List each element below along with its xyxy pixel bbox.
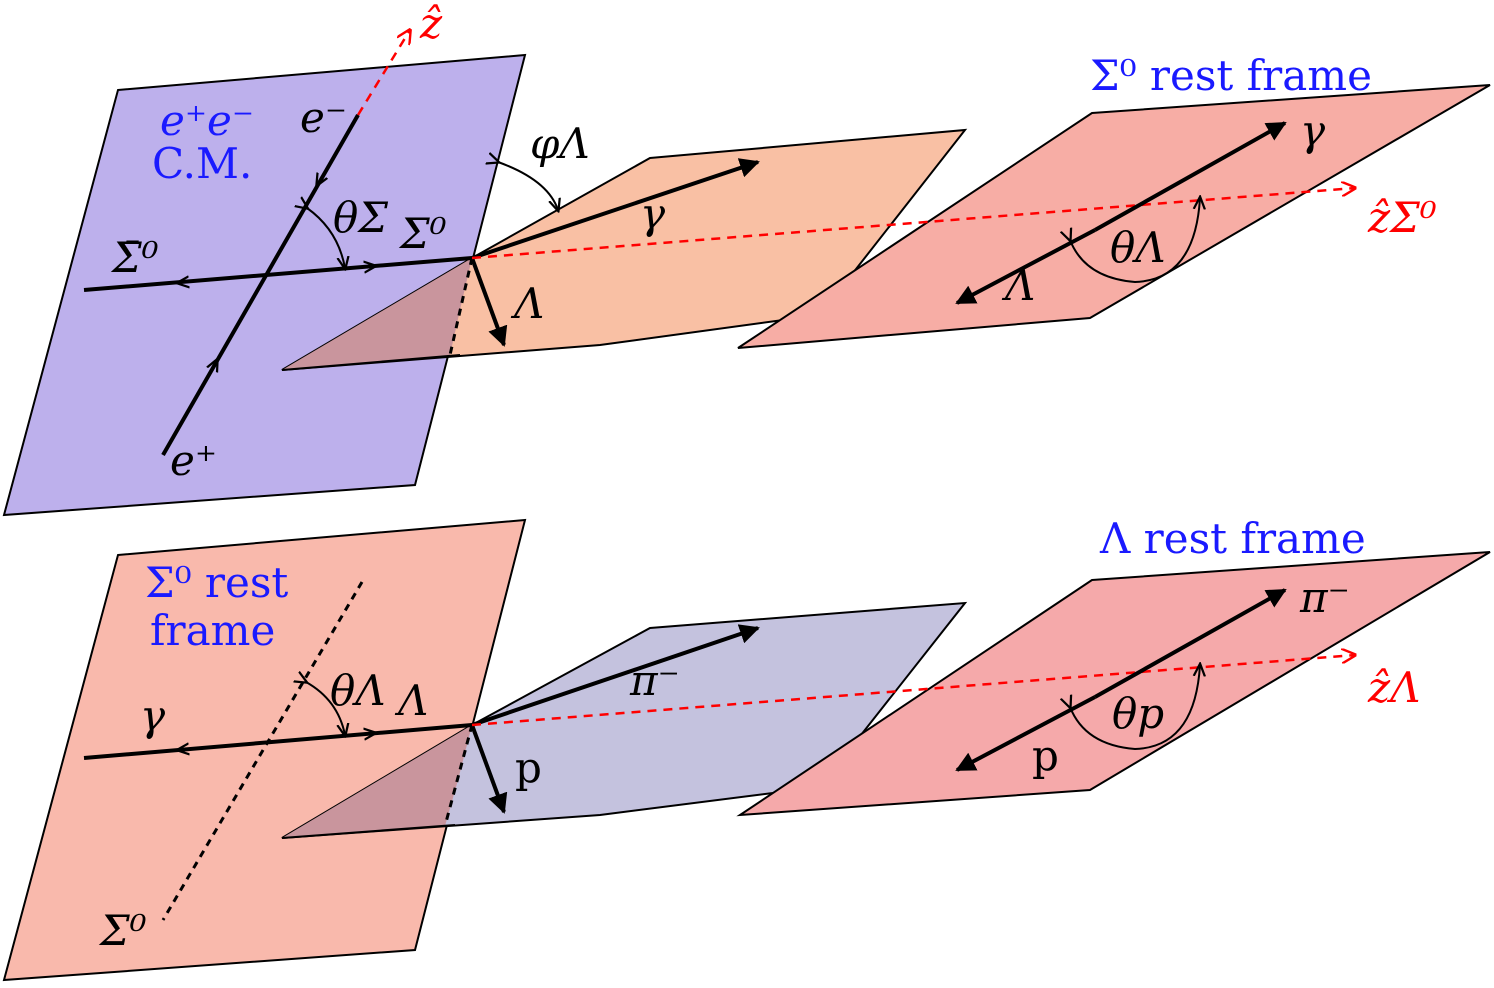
theta-sigma-arc [307,208,345,268]
decay-plane-edge-bottom [281,824,456,839]
bottom-panel: Σ⁰ rest frame γ θΛ Λ Σ⁰ π⁻ p Λ rest fram… [2,514,1491,982]
decay-plane-overlap-top [282,258,472,370]
decay-plane-overlap-bottom [282,725,472,838]
sigma-rest-plane-bottom [2,518,527,982]
electron-arrow [317,176,322,185]
sigma-direction-dotted [161,581,364,921]
theta-lambda-label: θΛ [330,666,386,715]
gamma-label: γ [640,189,666,238]
phi-lambda-label: φΛ [530,119,590,168]
gamma-lambda-line [83,723,473,760]
lambda-label-bottom: Λ [394,676,428,725]
positron-arrow [212,360,217,370]
sigma-arrow [365,266,375,267]
frame-theta-p-arc [1070,665,1200,751]
gamma-arrow-bottom [178,749,188,750]
cm-plane [2,53,527,517]
z-axis-line [356,30,410,116]
frame-theta-lambda-label: θΛ [1110,223,1166,272]
anti-sigma-label: Σ̄⁰ [110,233,159,282]
cm-label-line2: C.M. [152,139,252,188]
frame-proton-label: p [1032,731,1059,780]
lambda-frame-title: Λ rest frame [1099,514,1366,563]
phi-lambda-arc [498,162,558,210]
frame-gamma-label: γ [1300,106,1326,155]
positron-label: e⁺ [170,436,217,485]
theta-lambda-arc [306,682,345,735]
frame-theta-p-label: θp [1112,689,1164,738]
hidden-edge-top [448,257,474,356]
pion-vector [471,624,760,727]
top-panel: e⁺e⁻ C.M. e⁻ e⁺ ẑ θΣ Σ⁰ Σ̄⁰ φΛ γ Λ Σ⁰ re… [2,0,1491,517]
beam-line [161,114,360,456]
sigma-label: Σ⁰ [398,209,447,258]
lambda-vector [470,257,508,347]
sigma-label-bottom: Σ⁰ [98,906,147,955]
theta-sigma-label: θΣ [333,193,388,242]
proton-label: p [515,743,542,792]
cm-label-line1: e⁺e⁻ [160,96,254,145]
lambda-arrow-bottom [365,733,375,734]
z-lambda-label: ẑΛ [1367,663,1420,712]
anti-sigma-arrow [178,282,188,283]
proton-vector [470,724,508,814]
frame-lambda-label: Λ [1001,261,1035,310]
sigma-frame-title: Σ⁰ rest frame [1090,51,1372,100]
sigma-rest-label-line2: frame [150,606,275,655]
z-sigma-label: ẑΣ⁰ [1367,193,1437,242]
sigma-rest-label-line1: Σ⁰ rest [145,558,288,607]
z-axis-label: ẑ [419,0,443,48]
frame-pion-label: π⁻ [1299,573,1350,622]
frame-theta-lambda-arc [1070,198,1200,284]
z-lambda-axis [471,655,1355,727]
z-sigma-axis [471,188,1355,260]
gamma-label-bottom: γ [140,691,166,740]
hidden-edge-bottom [443,724,474,827]
electron-label: e⁻ [300,93,347,142]
pion-label: π⁻ [629,656,680,705]
lambda-label: Λ [510,279,544,328]
sigma-line [83,256,473,292]
decay-plane-edge [281,354,461,371]
gamma-vector [471,158,760,260]
